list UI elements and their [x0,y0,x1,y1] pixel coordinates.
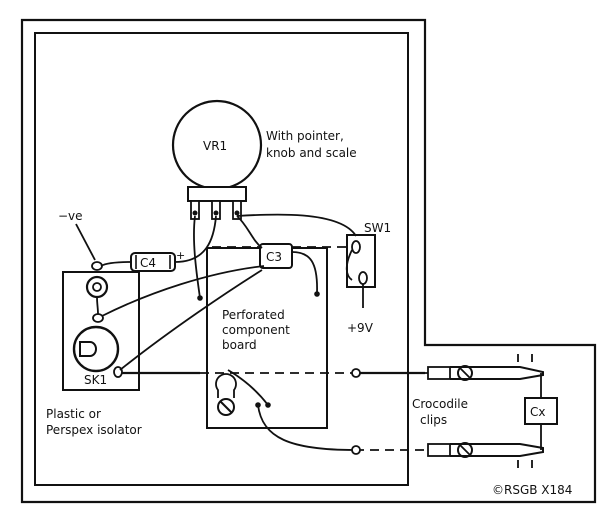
crocodile-clips-label-line1: Crocodile [412,397,468,411]
grommet-top [351,368,361,378]
wire-vr1-to-c3 [236,215,263,249]
vr1-note-line1: With pointer, [266,129,344,143]
sk1-label: SK1 [84,373,107,387]
wire-board-to-lower-lead [257,404,356,451]
perspex-isolator [62,271,140,391]
negative-terminal-post [85,261,109,299]
crocodile-clips-label-line2: clips [420,413,447,427]
isolator-label-line1: Plastic or [46,407,101,421]
cx-capacitor-under-test [524,373,558,450]
sw1-label: SW1 [364,221,391,235]
board-label-line3: board [222,338,257,352]
wire-c3-to-board [291,251,318,294]
solder-point-left [197,295,203,301]
vr1-potentiometer [171,99,263,220]
clip-edge-bottom [517,460,533,468]
cx-label: Cx [530,405,545,419]
c3-label: C3 [266,250,282,264]
wire-board-pin-to-solder [227,369,269,406]
wire-sk1-to-board [119,269,263,371]
wire-negative-to-sk1 [96,296,99,315]
negative-label-leader [75,223,96,261]
c3-capacitor [259,243,293,269]
c4-capacitor [130,252,176,272]
wire-c4-to-negative [100,261,132,267]
wire-vr1-left-down [193,215,201,299]
pos-9v-label: +9V [347,321,374,335]
solder-point-c3 [314,291,320,297]
solder-point-lower-1 [255,402,261,408]
board-label-line2: component [222,323,290,337]
wire-vr1-middle-to-c4 [174,215,217,263]
wire-sw1-loop [345,249,353,281]
grommet-bottom [351,445,361,455]
board-mounting-screw [215,373,237,416]
vr1-note-line2: knob and scale [266,146,357,160]
copyright-label: ©RSGB X184 [492,483,572,497]
c4-label: C4 [140,256,156,270]
enclosure-inner-outline [34,32,409,486]
wire-vr1-to-sw1 [236,213,357,237]
negative-label: −ve [58,209,83,223]
board-label-line1: Perforated [222,308,285,322]
isolator-label-line2: Perspex isolator [46,423,142,437]
crocodile-clip-bottom [427,442,544,458]
sw1-switch [346,234,376,288]
enclosure-outer-outline [20,18,597,504]
wire-c3-to-sk1 [101,265,265,317]
c4-plus-sign: + [176,249,185,262]
clip-edge-top [517,354,533,362]
crocodile-clip-top [427,365,544,381]
sk1-socket [72,313,123,378]
vr1-label: VR1 [203,139,227,153]
